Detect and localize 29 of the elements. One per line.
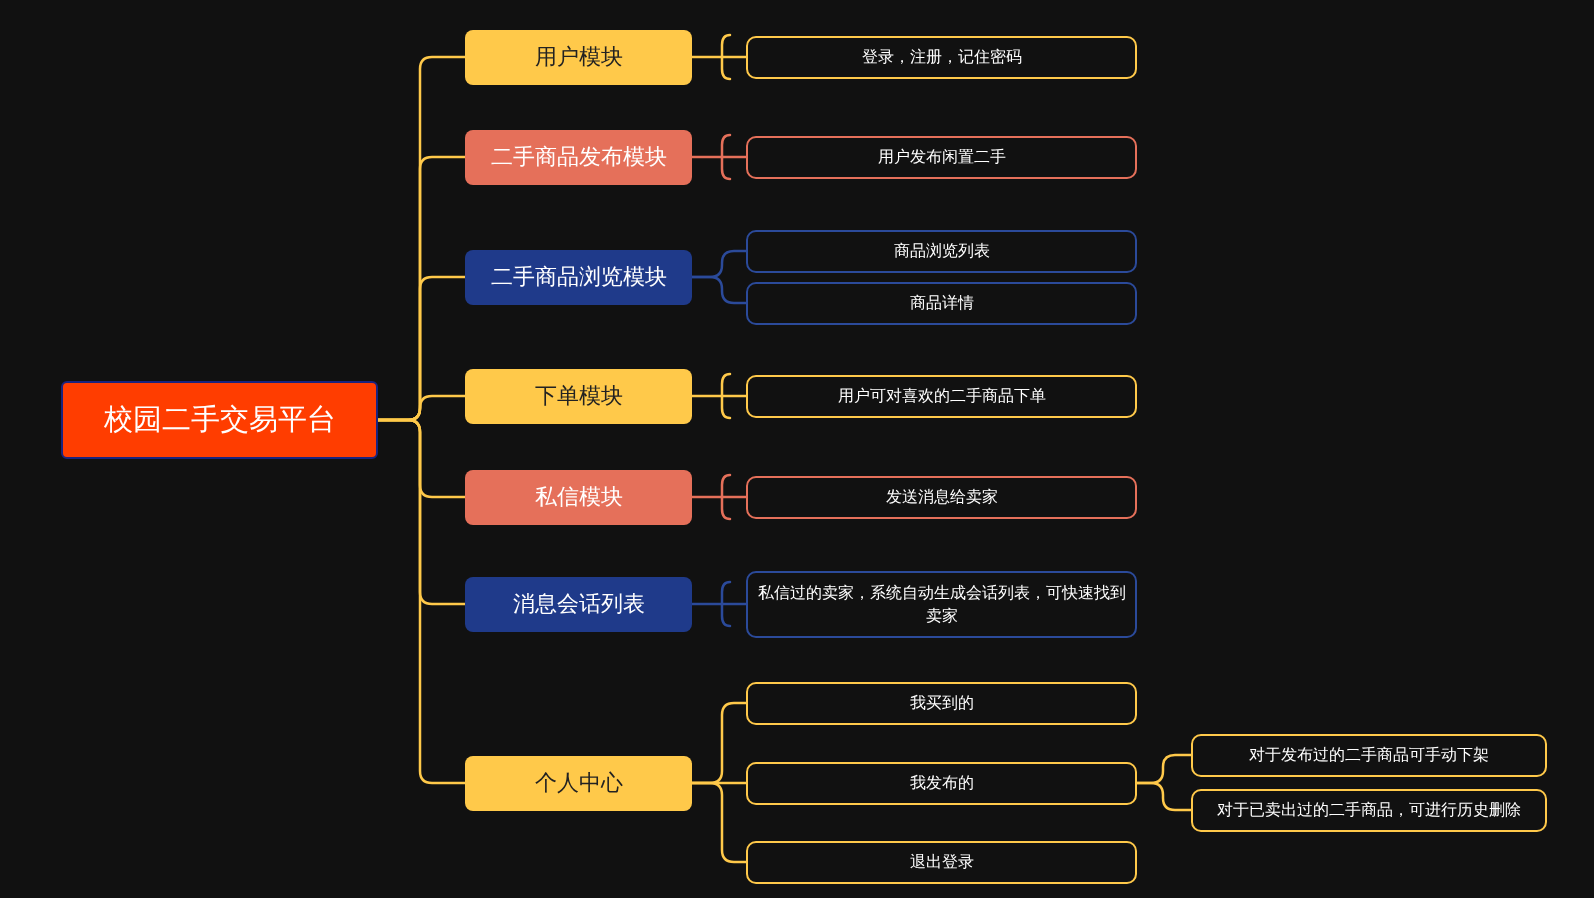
brace-connector — [690, 372, 748, 420]
module-box: 二手商品发布模块 — [465, 129, 692, 185]
brace-connector — [690, 580, 748, 628]
module-box: 消息会话列表 — [465, 576, 692, 632]
root-box: 校园二手交易平台 — [61, 381, 378, 459]
item-box: 退出登录 — [746, 840, 1137, 884]
brace-connector — [690, 781, 748, 864]
module-box: 用户模块 — [465, 29, 692, 85]
item-box: 对于已卖出过的二手商品，可进行历史删除 — [1191, 788, 1547, 832]
item-box: 商品浏览列表 — [746, 229, 1137, 273]
brace-connector — [690, 33, 748, 81]
item-box: 用户可对喜欢的二手商品下单 — [746, 374, 1137, 418]
item-box: 用户发布闲置二手 — [746, 135, 1137, 179]
item-box: 发送消息给卖家 — [746, 475, 1137, 519]
module-box: 私信模块 — [465, 469, 692, 525]
module-box: 二手商品浏览模块 — [465, 249, 692, 305]
item-box: 我发布的 — [746, 761, 1137, 805]
item-box: 登录，注册，记住密码 — [746, 35, 1137, 79]
brace-connector — [690, 133, 748, 181]
item-box: 对于发布过的二手商品可手动下架 — [1191, 733, 1547, 777]
module-box: 个人中心 — [465, 755, 692, 811]
module-box: 下单模块 — [465, 368, 692, 424]
brace-connector — [690, 275, 748, 305]
brace-connector — [376, 418, 467, 785]
brace-connector — [690, 473, 748, 521]
item-box: 我买到的 — [746, 681, 1137, 725]
item-box: 商品详情 — [746, 281, 1137, 325]
brace-connector — [1135, 781, 1193, 812]
item-box: 私信过的卖家，系统自动生成会话列表，可快速找到卖家 — [746, 570, 1137, 638]
